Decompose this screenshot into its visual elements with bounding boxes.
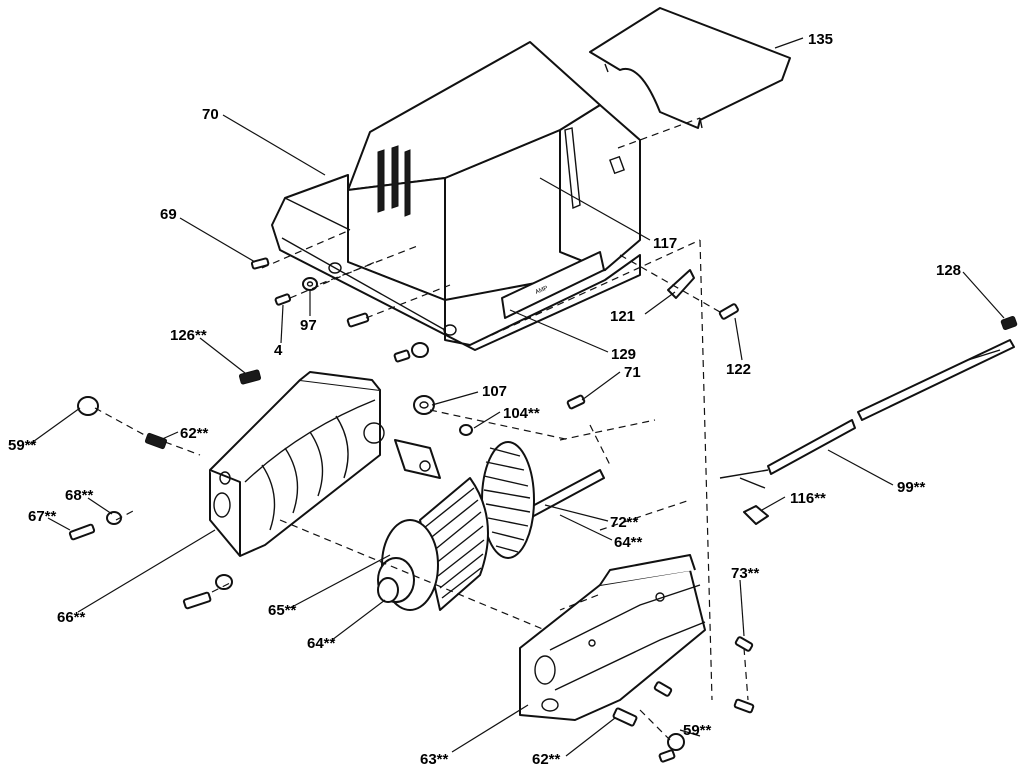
callout-label-73: 73** bbox=[731, 565, 760, 582]
bracket-121 bbox=[667, 269, 695, 299]
cover-plate-135 bbox=[589, 7, 791, 129]
armature-65 bbox=[377, 441, 605, 611]
end-bell-63 bbox=[519, 554, 706, 721]
callout-label-4: 4 bbox=[274, 342, 283, 359]
leader-lines bbox=[29, 37, 1005, 757]
callout-label-62a: 62** bbox=[180, 425, 209, 442]
callout-label-69: 69 bbox=[160, 206, 177, 223]
end-bell-66 bbox=[209, 371, 441, 557]
callout-label-71: 71 bbox=[624, 364, 641, 381]
alignment-lines bbox=[94, 117, 749, 741]
svg-text:AMP: AMP bbox=[535, 285, 549, 295]
callout-label-99: 99** bbox=[897, 479, 926, 496]
callout-label-122: 122 bbox=[726, 361, 751, 378]
callout-label-66: 66** bbox=[57, 609, 86, 626]
callout-label-128: 128 bbox=[936, 262, 961, 279]
washer-107 bbox=[413, 395, 435, 415]
callout-label-97: 97 bbox=[300, 317, 317, 334]
callout-label-126: 126** bbox=[170, 327, 207, 344]
strain-relief-116 bbox=[743, 505, 769, 525]
brush-cap-59b bbox=[667, 733, 685, 751]
callout-label-68: 68** bbox=[65, 487, 94, 504]
callout-label-63: 63** bbox=[420, 751, 449, 768]
callout-label-116: 116** bbox=[790, 490, 826, 507]
screw-73 bbox=[734, 636, 754, 652]
callout-label-121: 121 bbox=[610, 308, 635, 325]
washer-97 bbox=[302, 277, 318, 291]
terminal-128 bbox=[967, 315, 1018, 361]
callout-labels: 135 70 69 117 128 97 4 126** 121 122 129… bbox=[8, 31, 961, 768]
brush-62b bbox=[612, 707, 638, 727]
nut-104 bbox=[459, 424, 473, 436]
screw-122 bbox=[718, 303, 739, 320]
screw-4 bbox=[274, 293, 292, 306]
callout-label-104: 104** bbox=[503, 405, 540, 422]
brush-cap-59a bbox=[77, 396, 99, 416]
fan bbox=[481, 441, 535, 559]
callout-label-135: 135 bbox=[808, 31, 833, 48]
screw-mid bbox=[346, 312, 429, 363]
callout-label-72: 72** bbox=[610, 514, 639, 531]
screw-bottom-left bbox=[182, 574, 233, 610]
callout-label-59b: 59** bbox=[683, 722, 712, 739]
callout-label-65: 65** bbox=[268, 602, 297, 619]
callout-label-64b: 64** bbox=[307, 635, 336, 652]
screws-right bbox=[653, 681, 755, 763]
callout-label-107: 107 bbox=[482, 383, 507, 400]
callout-label-67: 67** bbox=[28, 508, 57, 525]
clip-126 bbox=[238, 369, 262, 385]
brush-62a bbox=[144, 432, 168, 450]
callout-label-117: 117 bbox=[653, 235, 677, 252]
screw-69 bbox=[250, 257, 270, 270]
screw-67 bbox=[68, 523, 96, 541]
power-cord-99 bbox=[719, 339, 1015, 489]
callout-label-129: 129 bbox=[611, 346, 636, 363]
callout-label-59a: 59** bbox=[8, 437, 37, 454]
pin-71 bbox=[566, 394, 586, 410]
motor-housing-70: AMP bbox=[271, 41, 641, 351]
callout-label-64a: 64** bbox=[614, 534, 643, 551]
callout-label-70: 70 bbox=[202, 106, 219, 123]
callout-label-62b: 62** bbox=[532, 751, 561, 768]
